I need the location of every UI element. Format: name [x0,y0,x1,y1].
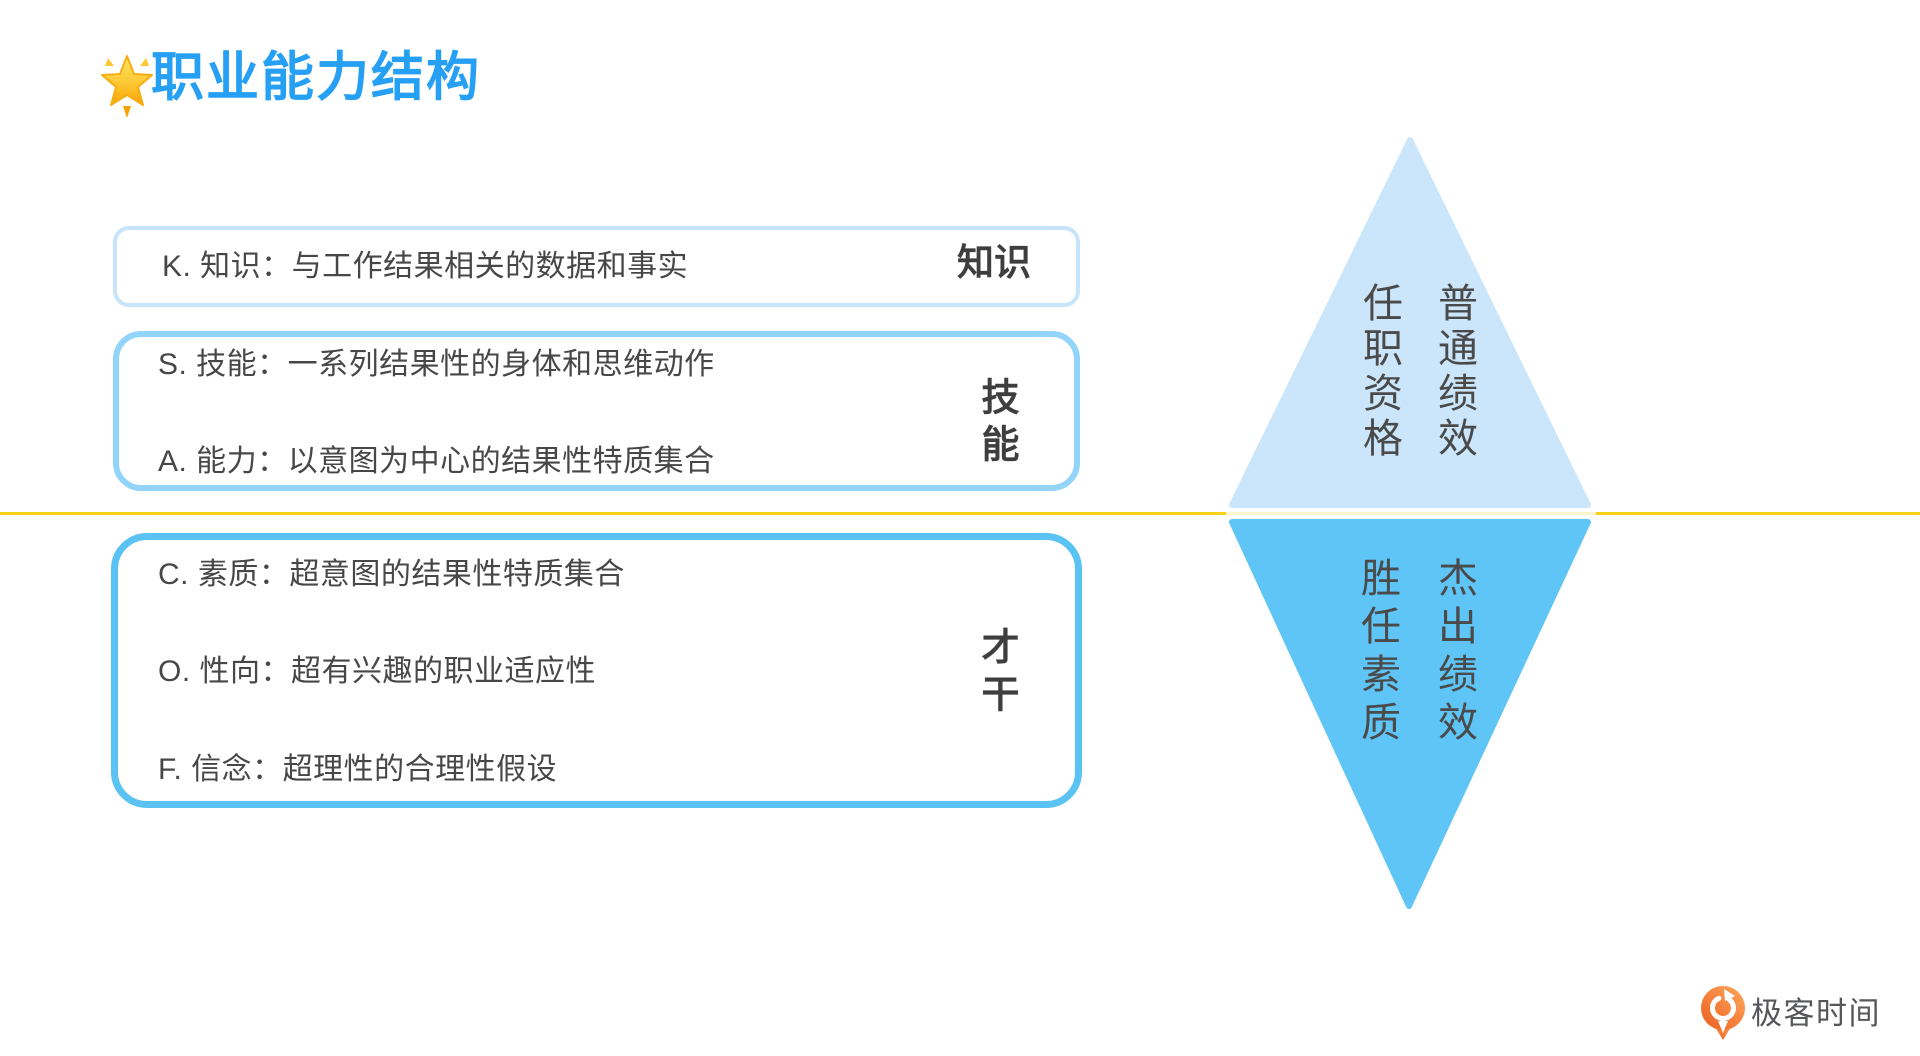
skill-tag: 技能 [975,377,1017,471]
character-line: C. 素质：超意图的结果性特质集合 [158,558,625,591]
glowing-star-icon [100,44,154,131]
geektime-pin-icon [1700,986,1746,1049]
divider-fade-overlay [1226,504,1596,523]
talent-box: C. 素质：超意图的结果性特质集合 O. 性向：超有兴趣的职业适应性 F. 信念… [111,533,1082,808]
faith-line: F. 信念：超理性的合理性假设 [158,753,558,786]
talent-tag: 才干 [975,627,1017,721]
bottom-triangle-right-label: 杰出绩效 [1432,557,1476,749]
top-triangle-right-label: 普通绩效 [1432,282,1476,462]
knowledge-tag: 知识 [957,242,1031,283]
skill-box: S. 技能：一系列结果性的身体和思维动作 A. 能力：以意图为中心的结果性特质集… [113,331,1080,491]
top-triangle [1229,137,1591,508]
top-triangle-left-label: 任职资格 [1357,282,1401,462]
bottom-triangle [1229,519,1591,909]
knowledge-line: K. 知识：与工作结果相关的数据和事实 [162,250,689,283]
iceberg-diamond [1229,137,1591,909]
skill-line: S. 技能：一系列结果性的身体和思维动作 [158,348,715,381]
bottom-triangle-left-label: 胜任素质 [1355,557,1399,749]
geektime-logo-text: 极客时间 [1751,996,1881,1031]
ability-line: A. 能力：以意图为中心的结果性特质集合 [158,445,715,478]
page-title: 职业能力结构 [151,48,481,107]
knowledge-box: K. 知识：与工作结果相关的数据和事实 知识 [113,226,1080,307]
divider-line [0,512,1920,515]
orientation-line: O. 性向：超有兴趣的职业适应性 [158,655,597,688]
